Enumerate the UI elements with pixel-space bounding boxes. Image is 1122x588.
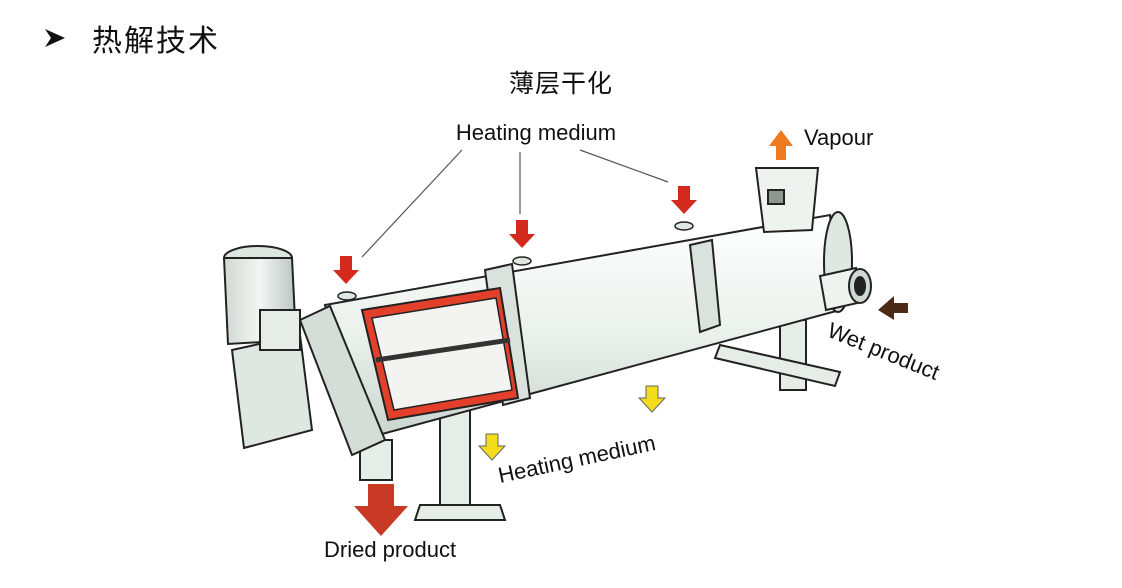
vapour-outlet [754,167,820,234]
cutaway-rotor [360,286,520,422]
label-vapour: Vapour [804,125,873,150]
label-wet-product: Wet product [824,317,943,384]
label-heating-medium-bottom: Heating medium [496,430,658,488]
large-red-down-arrow-icon [354,484,408,536]
drive-motor [222,245,314,450]
label-heating-medium-top: Heating medium [456,120,616,145]
label-dried-product: Dried product [324,537,456,562]
heating-medium-leaders [361,149,669,258]
support-legs [359,319,842,521]
diagram-subtitle: 薄层干化 [508,69,613,98]
yellow-down-arrow-icon [477,385,667,461]
orange-up-arrow-icon [769,130,793,160]
wet-product-nozzle [818,266,872,312]
inlet-nozzles [337,221,694,301]
arrowhead-bullet-icon [45,29,65,47]
brown-left-arrow-icon [878,296,908,320]
red-down-arrow-icon [333,186,697,284]
page-title: 热解技术 [92,24,220,59]
heading-row: 热解技术 [42,18,220,59]
